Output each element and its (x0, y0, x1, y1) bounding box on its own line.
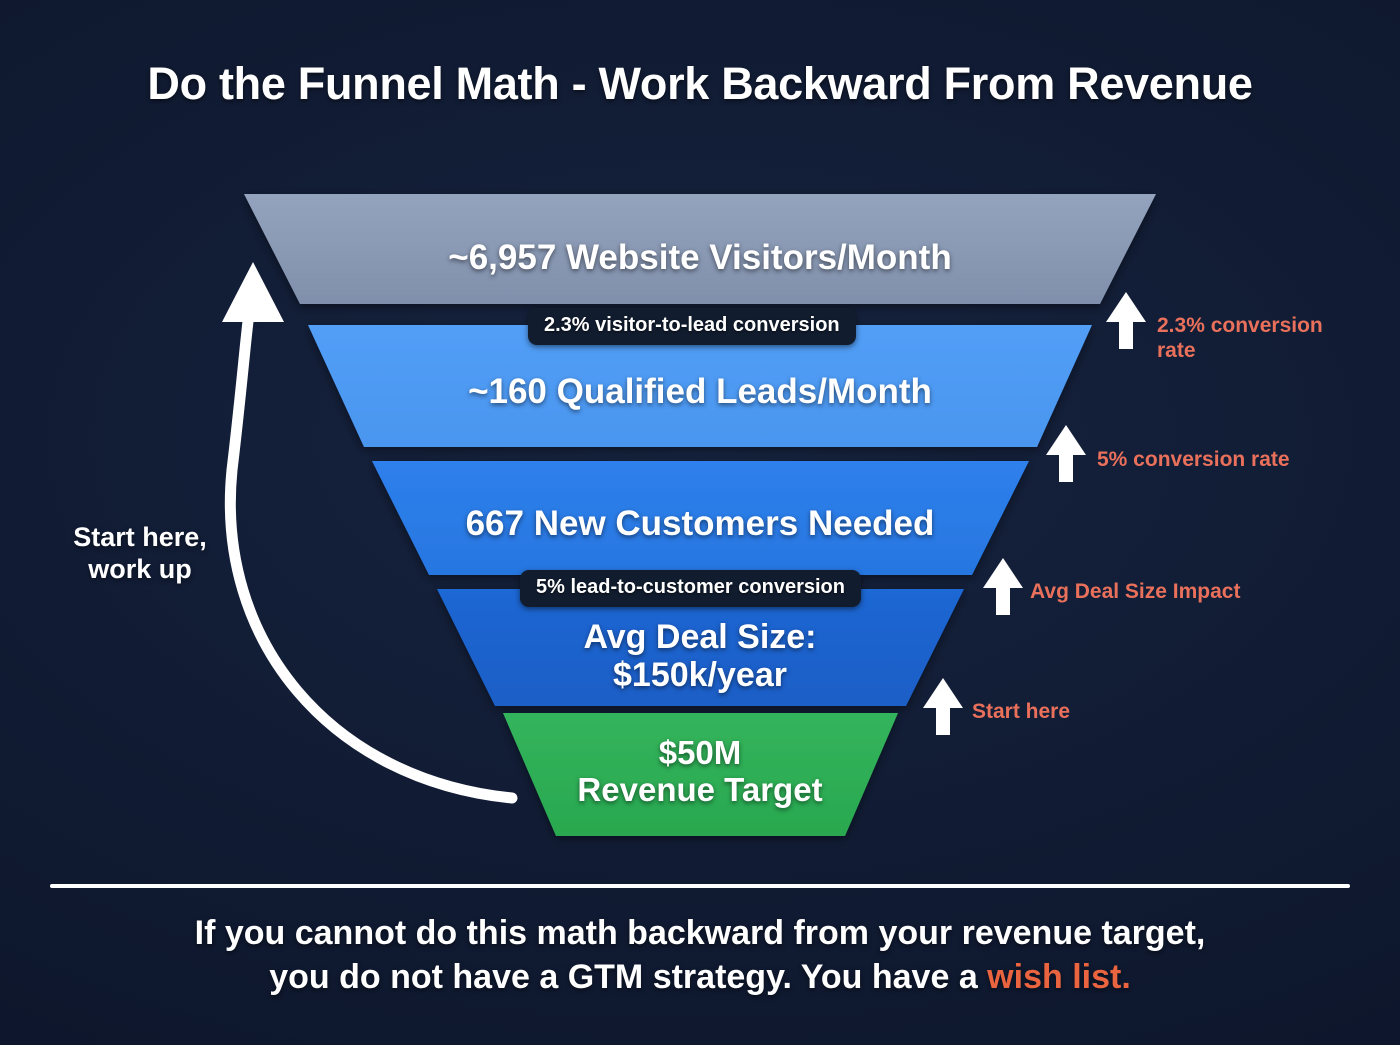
conversion-badge-lead-to-customer: 5% lead-to-customer conversion (520, 570, 861, 607)
funnel-segment-avg-deal-size (437, 589, 964, 706)
right-arrow-conversion-2-3 (1106, 292, 1146, 349)
funnel-segment-revenue-target (503, 713, 898, 836)
annotation-conversion-rate-5: 5% conversion rate (1097, 448, 1290, 471)
work-up-curved-arrow (222, 262, 518, 804)
annotation-avg-deal-size-impact: Avg Deal Size Impact (1030, 580, 1241, 603)
page-title: Do the Funnel Math - Work Backward From … (147, 58, 1253, 109)
caption-line-2-text: you do not have a GTM strategy. You have… (269, 957, 988, 996)
caption-line-1: If you cannot do this math backward from… (194, 914, 1206, 952)
funnel-segment-new-customers (372, 461, 1029, 575)
horizontal-divider (50, 884, 1350, 888)
annotation-start-here: Start here (972, 700, 1071, 723)
annotation-start-here-work-up: Start here, work up (73, 522, 207, 585)
funnel-segment-website-visitors (244, 194, 1156, 304)
caption-highlight: wish list. (987, 957, 1131, 996)
right-arrow-avg-deal-size (983, 558, 1023, 615)
annotation-conversion-rate-2-3: 2.3% conversion rate (1157, 314, 1323, 362)
funnel-segment-qualified-leads (308, 325, 1092, 447)
conversion-badge-visitor-to-lead: 2.3% visitor-to-lead conversion (528, 308, 856, 345)
footer-caption: If you cannot do this math backward from… (70, 912, 1330, 999)
right-arrow-conversion-5 (1046, 425, 1086, 482)
right-arrow-start-here (923, 678, 963, 735)
